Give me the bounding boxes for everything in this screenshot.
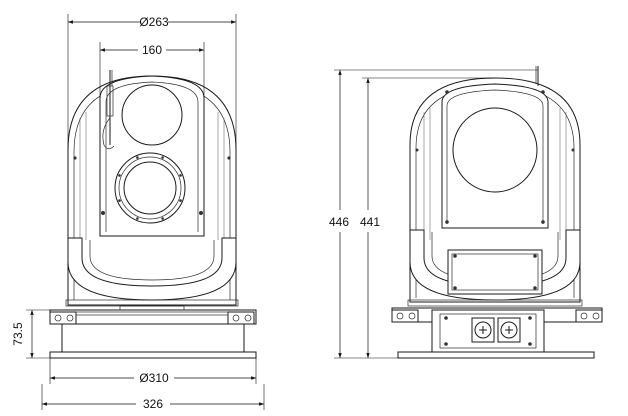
side-connector-box [431,309,545,353]
front-base-plate [49,351,257,359]
lens-bolt [161,156,164,159]
lens-bolt [136,156,139,159]
connector-right [497,317,521,343]
side-base-plate [397,351,595,359]
dim-top-diameter: Ø263 [139,15,169,29]
lens-bolt [161,217,164,220]
front-top-lens [121,84,183,146]
front-view: Ø263 160 73.5 Ø310 326 [11,14,265,411]
side-rear-plate [447,249,543,295]
front-bottom-lens [123,161,177,215]
side-sensor-box [441,83,549,229]
connector-left [471,317,495,343]
lens-bolt-ring [118,156,182,220]
side-lens [452,107,538,193]
front-base [61,323,245,353]
dim-base-width: 326 [143,397,163,411]
lens-bolt [179,199,182,202]
front-cradle [67,237,237,301]
front-bottom-lens-outer [114,152,186,224]
lens-bolt [136,217,139,220]
lens-bolt [118,174,121,177]
dim-total-height: 446 [329,215,349,229]
dim-base-diameter: Ø310 [139,371,169,385]
dim-upper-width: 160 [142,43,162,57]
side-view: 446 441 [329,66,603,359]
lens-bolt [118,199,121,202]
dim-base-height: 73.5 [11,322,25,346]
dim-body-height: 441 [360,215,380,229]
lens-bolt [179,174,182,177]
front-sensor-box [99,75,205,237]
